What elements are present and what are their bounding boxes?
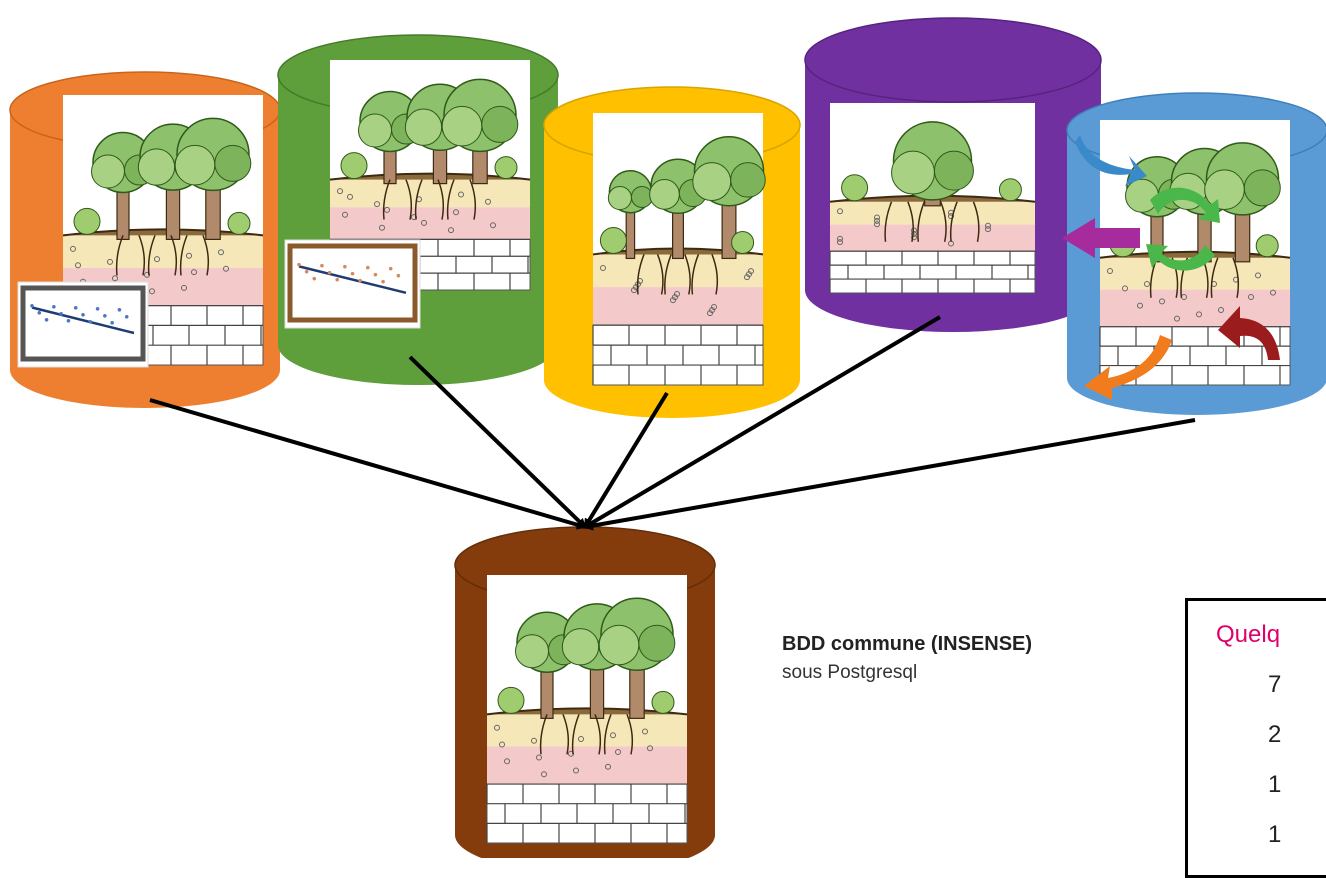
common-database-label: BDD commune (INSENSE) sous Postgresql — [782, 633, 1032, 684]
yellow-database — [543, 86, 801, 418]
inset-graph-image — [284, 239, 421, 329]
common-database-title: BDD commune (INSENSE) — [782, 633, 1033, 655]
stat-line-2: 2 — [1268, 721, 1282, 748]
connector-arrow — [408, 355, 587, 529]
soil-profile-illustration — [592, 113, 766, 386]
connector-arrow — [149, 398, 587, 530]
blue-database — [1062, 92, 1326, 415]
inset-graph-image — [17, 281, 149, 368]
purple-database — [804, 17, 1102, 332]
stat-line-3: 1 — [1268, 771, 1282, 798]
connector-arrow — [583, 315, 942, 529]
green-database — [277, 34, 559, 385]
soil-profile-illustration — [829, 103, 1036, 294]
common-database-subtitle: sous Postgresql — [782, 662, 918, 683]
stats-box: Quelq 7 2 1 1 — [1185, 598, 1326, 878]
orange-database — [9, 71, 281, 408]
connector-arrow — [583, 391, 669, 529]
flow-arrows-icon — [1062, 135, 1280, 400]
soil-profile-illustration — [486, 575, 688, 844]
common-database — [454, 526, 716, 858]
stat-line-4: 1 — [1268, 821, 1282, 848]
stat-line-1: 7 — [1268, 671, 1282, 698]
stats-title: Quelq — [1216, 621, 1281, 648]
connector-arrow — [583, 418, 1196, 531]
soil-profile-illustration — [1099, 120, 1291, 386]
diagram-canvas — [9, 17, 1326, 858]
